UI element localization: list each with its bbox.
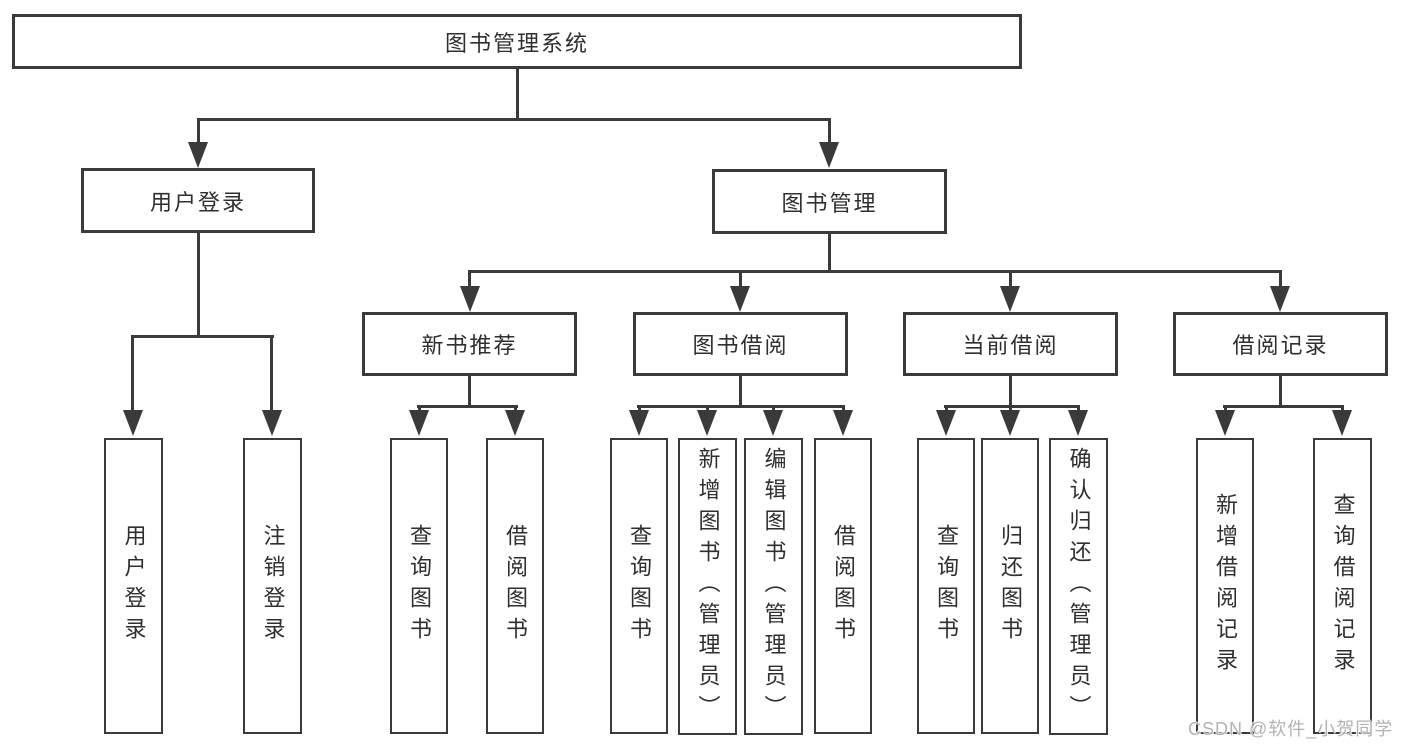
leaf-return-book-label: 归还图书 [998, 524, 1023, 648]
connector-line [638, 405, 641, 414]
leaf-query-borrow-record-label: 查询借阅记录 [1330, 493, 1356, 679]
leaf-query-borrow-record: 查询借阅记录 [1313, 438, 1372, 734]
node-new-book-recommend: 新书推荐 [362, 312, 577, 376]
leaf-query-books-recommend: 查询图书 [390, 438, 448, 734]
node-current-borrowing: 当前借阅 [903, 312, 1118, 376]
node-book-borrowing: 图书借阅 [633, 312, 848, 376]
arrowhead-down-icon [409, 410, 429, 436]
leaf-query-books-borrowing: 查询图书 [610, 438, 668, 734]
arrowhead-down-icon [730, 286, 750, 312]
node-book-borrowing-label: 图书借阅 [692, 333, 789, 358]
arrowhead-down-icon [1215, 410, 1235, 436]
connector-line [197, 118, 831, 121]
arrowhead-down-icon [460, 286, 480, 312]
leaf-confirm-return-admin-label: 确认归还（管理员） [1066, 447, 1092, 726]
leaf-user-login: 用户登录 [104, 438, 163, 734]
connector-line [1341, 405, 1344, 414]
connector-line [1279, 375, 1282, 408]
node-borrowing-records-label: 借阅记录 [1232, 333, 1329, 358]
leaf-borrow-books-borrowing-label: 借阅图书 [831, 524, 856, 648]
leaf-borrow-books-borrowing: 借阅图书 [814, 438, 872, 734]
leaf-add-book-admin: 新增图书（管理员） [678, 438, 737, 735]
arrowhead-down-icon [1332, 410, 1352, 436]
connector-line [197, 118, 200, 145]
node-root-label: 图书管理系统 [444, 30, 589, 56]
arrowhead-down-icon [936, 410, 956, 436]
connector-line [944, 405, 1080, 408]
leaf-add-borrow-record-label: 新增借阅记录 [1213, 493, 1238, 679]
arrowhead-down-icon [123, 410, 143, 436]
connector-line [1279, 270, 1282, 289]
leaf-query-books-current: 查询图书 [917, 438, 975, 734]
arrowhead-down-icon [1270, 286, 1290, 312]
connector-line [739, 270, 742, 289]
arrowhead-down-icon [819, 142, 839, 168]
connector-line [706, 405, 709, 414]
connector-line [842, 405, 845, 414]
arrowhead-down-icon [763, 410, 783, 436]
leaf-user-login-label: 用户登录 [121, 524, 147, 648]
connector-line [739, 375, 742, 408]
node-book-management-label: 图书管理 [781, 190, 878, 216]
leaf-query-books-recommend-label: 查询图书 [407, 524, 432, 648]
node-user-login: 用户登录 [81, 168, 315, 233]
node-root: 图书管理系统 [12, 14, 1022, 69]
node-user-login-label: 用户登录 [149, 189, 246, 215]
connector-line [828, 234, 831, 273]
watermark: CSDN @软件_小贺同学 [1188, 719, 1394, 739]
leaf-add-book-admin-label: 新增图书（管理员） [695, 447, 721, 726]
node-current-borrowing-label: 当前借阅 [962, 333, 1059, 358]
arrowhead-down-icon [505, 410, 525, 436]
connector-line [637, 405, 845, 408]
leaf-borrow-books-recommend-label: 借阅图书 [503, 524, 528, 648]
connector-line [1009, 405, 1012, 414]
connector-line [1077, 405, 1080, 414]
connector-line [131, 335, 274, 338]
connector-line [1223, 405, 1344, 408]
connector-line [1224, 405, 1227, 414]
leaf-edit-book-admin: 编辑图书（管理员） [744, 438, 803, 735]
leaf-logout: 注销登录 [243, 438, 302, 734]
node-book-management: 图书管理 [712, 169, 947, 234]
connector-line [828, 118, 831, 145]
connector-line [945, 405, 948, 414]
connector-line [1009, 375, 1012, 408]
connector-line [131, 335, 134, 413]
connector-line [468, 270, 1282, 273]
leaf-query-books-borrowing-label: 查询图书 [627, 524, 652, 648]
connector-line [772, 405, 775, 414]
connector-line [417, 405, 518, 408]
arrowhead-down-icon [262, 410, 282, 436]
connector-line [468, 375, 471, 408]
leaf-return-book: 归还图书 [981, 438, 1039, 734]
connector-line [1009, 270, 1012, 289]
connector-line [418, 405, 421, 414]
node-borrowing-records: 借阅记录 [1173, 312, 1388, 376]
leaf-query-books-current-label: 查询图书 [934, 524, 959, 648]
connector-line [270, 335, 273, 413]
arrowhead-down-icon [697, 410, 717, 436]
arrowhead-down-icon [629, 410, 649, 436]
leaf-borrow-books-recommend: 借阅图书 [486, 438, 544, 734]
connector-line [197, 233, 200, 338]
arrowhead-down-icon [833, 410, 853, 436]
leaf-edit-book-admin-label: 编辑图书（管理员） [761, 447, 787, 726]
connector-line [516, 69, 519, 119]
node-new-book-recommend-label: 新书推荐 [421, 333, 518, 358]
connector-line [468, 270, 471, 289]
leaf-confirm-return-admin: 确认归还（管理员） [1049, 438, 1108, 735]
connector-line [514, 405, 517, 414]
arrowhead-down-icon [1000, 286, 1020, 312]
leaf-add-borrow-record: 新增借阅记录 [1196, 438, 1254, 734]
leaf-logout-label: 注销登录 [260, 524, 286, 648]
arrowhead-down-icon [1068, 410, 1088, 436]
arrowhead-down-icon [1000, 410, 1020, 436]
arrowhead-down-icon [188, 142, 208, 168]
